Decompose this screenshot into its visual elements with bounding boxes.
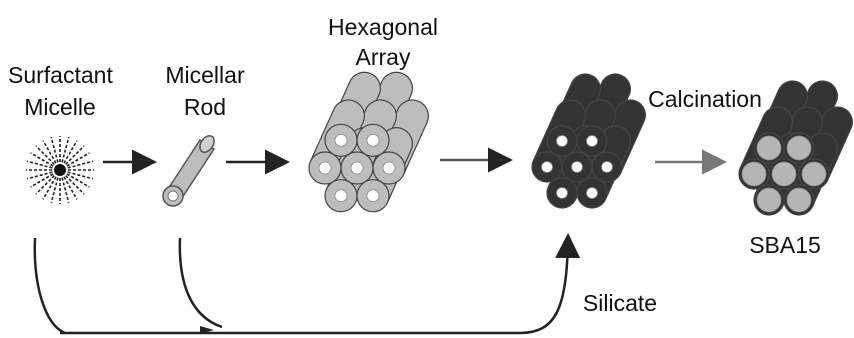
pore — [787, 136, 811, 160]
pore — [335, 134, 347, 146]
pore — [787, 188, 811, 212]
pore — [587, 187, 598, 198]
surfactant-molecule — [62, 137, 69, 162]
curve-from-micelle — [35, 238, 65, 333]
pore — [557, 187, 568, 198]
pore — [319, 162, 331, 174]
pore — [557, 136, 568, 147]
label-hex-line1: Hexagonal — [318, 14, 448, 40]
pore — [802, 162, 826, 186]
pore — [367, 134, 379, 146]
hexagonal-array — [309, 72, 428, 211]
surfactant-molecule — [27, 172, 52, 179]
surfactant-molecule — [66, 176, 84, 194]
label-rod-line1: Micellar — [160, 62, 250, 88]
pore — [757, 188, 781, 212]
surfactant-molecule — [68, 172, 93, 179]
label-calcination: Calcination — [640, 86, 770, 112]
pore — [757, 136, 781, 160]
label-surfactant-line2: Micelle — [8, 94, 112, 120]
surfactant-molecule — [27, 161, 52, 168]
surfactant-molecule — [68, 161, 93, 168]
surfactant-molecule — [66, 146, 84, 164]
curve-from-rod — [180, 238, 222, 327]
label-hex-line2: Array — [318, 44, 448, 70]
surfactant-molecule — [51, 178, 58, 203]
surfactant-molecule — [62, 178, 69, 203]
pore — [742, 162, 766, 186]
label-rod-line2: Rod — [160, 94, 250, 120]
label-silicate: Silicate — [570, 290, 670, 316]
pore — [335, 190, 347, 202]
micelle-core — [54, 164, 66, 176]
pore — [602, 162, 613, 173]
pore — [367, 190, 379, 202]
surfactant-molecule — [36, 176, 54, 194]
pore — [383, 162, 395, 174]
label-surfactant-line1: Surfactant — [8, 62, 112, 88]
silicate-coated-array — [532, 74, 645, 208]
pore — [587, 136, 598, 147]
pore — [351, 162, 363, 174]
pore — [772, 162, 796, 186]
surfactant-molecule — [51, 137, 58, 162]
arrow-to-silicate — [520, 238, 568, 333]
micellar-rod — [163, 133, 217, 206]
surfactant-molecule — [36, 146, 54, 164]
pore — [572, 162, 583, 173]
pore — [542, 162, 553, 173]
label-sba15: SBA15 — [740, 232, 830, 258]
